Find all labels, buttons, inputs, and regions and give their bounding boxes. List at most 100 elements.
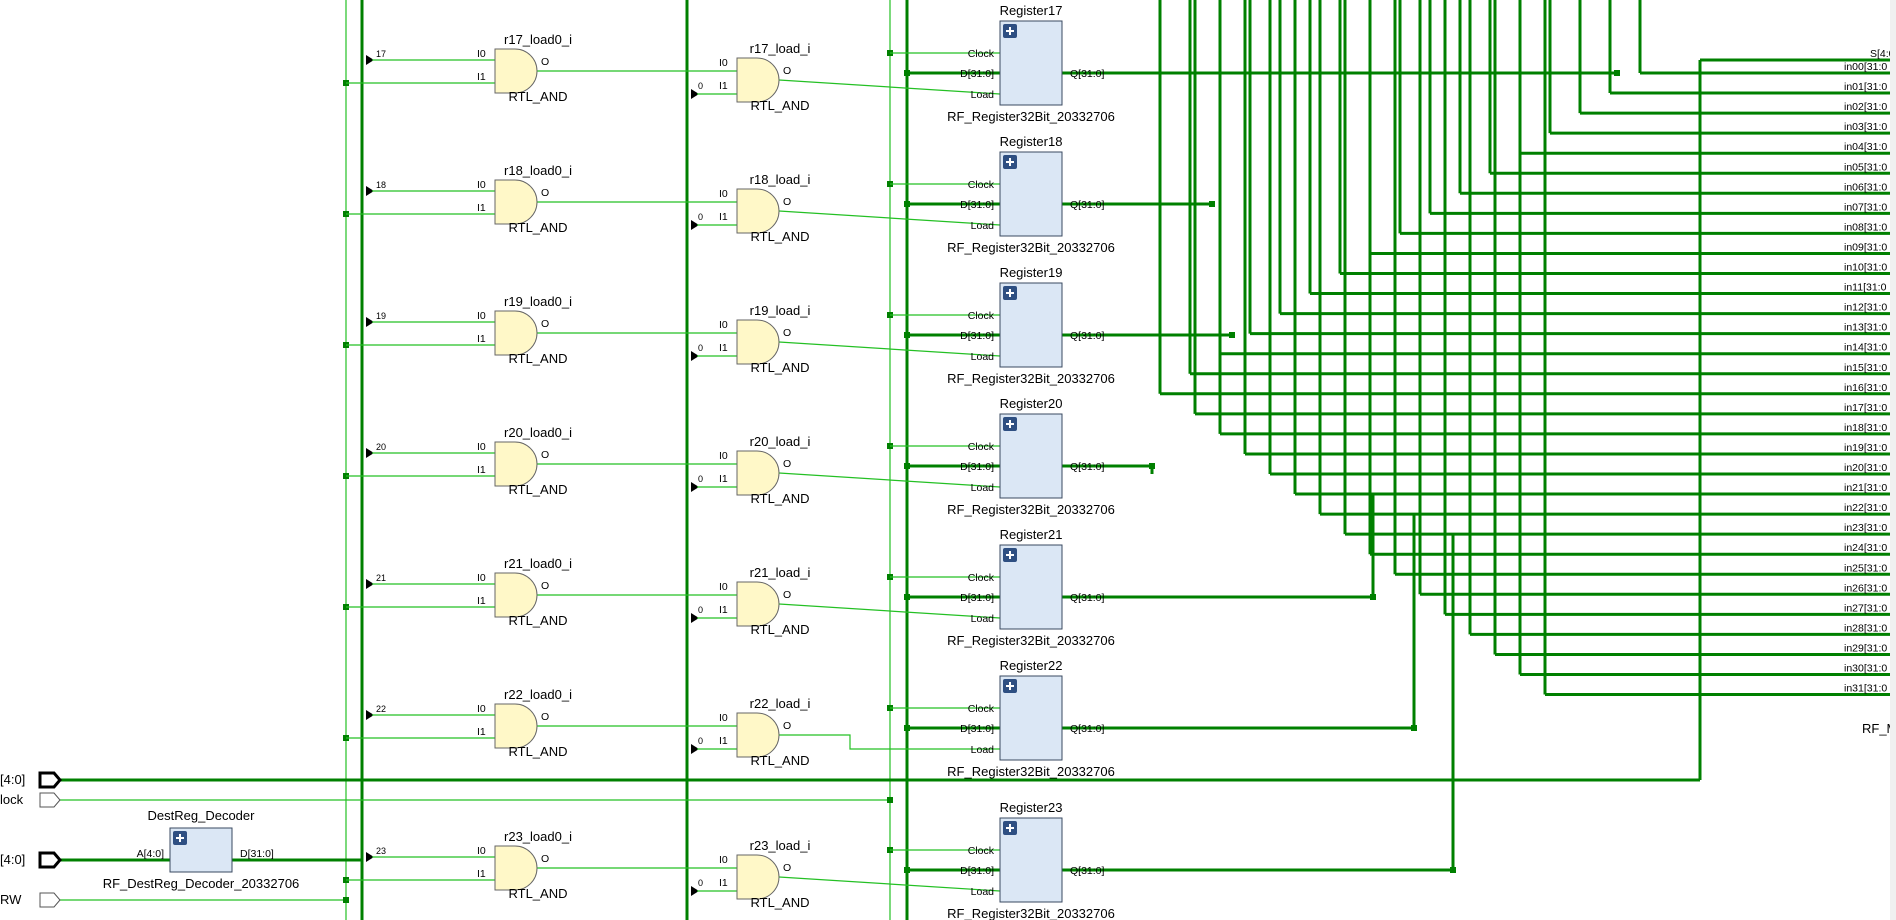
register-pin-load: Load [971,351,995,363]
mux-input-label: in11[31:0 [1844,282,1887,294]
gate-pin-i1: I1 [719,342,728,354]
and-gate-load0[interactable] [494,179,538,225]
port-label: RW [0,892,22,907]
junction-dot [343,897,349,903]
mux-input-label: in27[31:0 [1844,602,1887,614]
register-pin-q: Q[31:0] [1070,723,1105,735]
gate-pin-i0: I0 [719,712,728,724]
mux-input-label: in19[31:0 [1844,442,1887,454]
port-symbol[interactable] [38,771,62,789]
register-instance-name: Register23 [1000,800,1063,815]
port-symbol[interactable] [39,792,61,808]
gate-pin-i1: I1 [719,877,728,889]
gate-pin-o: O [541,580,549,592]
register-instance-name: Register19 [1000,265,1063,280]
gate-instance-name: r17_load0_i [504,32,572,47]
junction-dot [1229,332,1235,338]
gate-pin-i1: I1 [719,604,728,616]
and-gate-load0[interactable] [494,310,538,356]
register-pin-q: Q[31:0] [1070,461,1105,473]
register-instance-name: Register20 [1000,396,1063,411]
and-gate-load0[interactable] [494,48,538,94]
gate-type-label: RTL_AND [750,360,809,375]
wire-layer [48,0,1896,920]
register-pin-d: D[31:0] [960,592,994,604]
gate-type-label: RTL_AND [750,98,809,113]
and-gate-load0[interactable] [494,441,538,487]
gate-pin-i0: I0 [477,179,486,191]
plus-icon [1006,289,1014,297]
const-zero-label: 0 [698,212,703,222]
gate-instance-name: r20_load0_i [504,425,572,440]
gate-pin-o: O [783,65,791,77]
gate-type-label: RTL_AND [508,220,567,235]
const-zero-label: 0 [698,81,703,91]
decoder-bit-index: 20 [376,442,386,452]
register-pin-load: Load [971,744,995,756]
mux-input-label: in26[31:0 [1844,582,1887,594]
gate-type-label: RTL_AND [508,351,567,366]
register-block[interactable] [999,817,1063,903]
gate-pin-i0: I0 [719,581,728,593]
and-gate-load[interactable] [736,712,780,758]
port-symbol[interactable] [38,851,62,869]
gate-pin-i0: I0 [477,48,486,60]
register-pin-clock: Clock [968,703,995,715]
port-label: [4:0] [0,852,25,867]
register-type-label: RF_Register32Bit_20332706 [947,633,1115,648]
mux-input-label: in12[31:0 [1844,302,1887,314]
mux-type-label: RF_M [1862,721,1896,736]
gate-pin-i1: I1 [477,868,486,880]
and-gate-load0[interactable] [494,572,538,618]
plus-icon [1006,158,1014,166]
register-pin-q: Q[31:0] [1070,865,1105,877]
mux-input-label: in18[31:0 [1844,422,1887,434]
and-gate-load[interactable] [736,188,780,234]
and-gate-load[interactable] [736,854,780,900]
mux-input-label: in04[31:0 [1844,141,1887,153]
plus-icon [1006,824,1014,832]
vertical-scrollbar[interactable] [1890,0,1896,920]
and-gate-load[interactable] [736,450,780,496]
register-instance-name: Register17 [1000,3,1063,18]
gate-pin-o: O [783,862,791,874]
gate-pin-i1: I1 [477,726,486,738]
gate-instance-name: r23_load_i [750,838,811,853]
and-gate-load[interactable] [736,319,780,365]
register-pin-d: D[31:0] [960,865,994,877]
const-zero-label: 0 [698,736,703,746]
gate-pin-o: O [783,196,791,208]
component-layer [38,20,1063,908]
and-gate-load0[interactable] [494,703,538,749]
gate-pin-i0: I0 [477,310,486,322]
mux-select-pin: S[4:0 [1870,48,1895,60]
decoder-tap-arrow [366,55,374,65]
register-pin-load: Load [971,89,995,101]
gate-pin-i1: I1 [477,464,486,476]
decoder-bit-index: 19 [376,311,386,321]
decoder-bit-index: 22 [376,704,386,714]
mux-input-label: in23[31:0 [1844,522,1887,534]
register-pin-q: Q[31:0] [1070,68,1105,80]
and-gate-load0[interactable] [494,845,538,891]
port-symbol[interactable] [39,892,61,908]
gate-pin-i0: I0 [477,703,486,715]
const-arrow [691,744,699,754]
load-wire [778,79,1001,95]
mux-input-label: in24[31:0 [1844,542,1887,554]
gate-instance-name: r21_load0_i [504,556,572,571]
gate-instance-name: r20_load_i [750,434,811,449]
gate-instance-name: r22_load_i [750,696,811,711]
register-pin-load: Load [971,886,995,898]
decoder-pin-in: A[4:0] [137,848,165,860]
gate-pin-i0: I0 [477,441,486,453]
decoder-bit-index: 18 [376,180,386,190]
const-arrow [691,482,699,492]
mux-input-label: in31[31:0 [1844,683,1887,695]
register-pin-clock: Clock [968,845,995,857]
register-pin-clock: Clock [968,310,995,322]
port-label: [4:0] [0,772,25,787]
and-gate-load[interactable] [736,581,780,627]
and-gate-load[interactable] [736,57,780,103]
mux-input-label: in20[31:0 [1844,462,1887,474]
